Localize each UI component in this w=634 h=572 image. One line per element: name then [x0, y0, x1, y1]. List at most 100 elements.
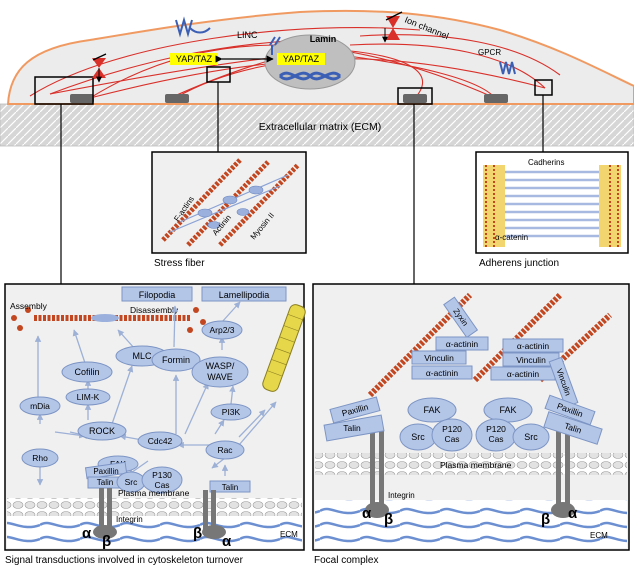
fak1-node — [407, 397, 457, 423]
disassembly-label: Disassembly — [130, 305, 179, 315]
sf-actinin-blobs — [197, 185, 264, 229]
cas-label: Cas — [154, 480, 169, 490]
signal-membrane — [7, 498, 302, 516]
wasp-label: WASP/ — [206, 361, 235, 371]
aj-right-membrane — [599, 165, 621, 247]
paxillin1-node — [329, 396, 381, 424]
p130-node — [141, 466, 183, 494]
rac-label: Rac — [217, 445, 233, 455]
signal-alpha-1: α — [82, 525, 92, 542]
rho-node — [21, 448, 59, 468]
wave-label: WAVE — [207, 372, 233, 382]
adherens-panel: Cadherins α-catenin Adherens junction — [475, 151, 629, 269]
focal-alpha-1: α — [362, 505, 372, 522]
vinculin1-label: Vinculin — [424, 353, 454, 363]
aj-left-membrane — [483, 165, 505, 247]
focal-integrin-label: Integrin — [388, 491, 415, 500]
arp-node — [201, 320, 243, 340]
focal-integrins — [365, 430, 575, 518]
signal-alpha-2: α — [222, 533, 232, 550]
yap-label-right: YAP/TAZ — [283, 54, 320, 64]
actinin1-label: α-actinin — [446, 339, 479, 349]
aj-cadherins — [505, 170, 599, 238]
focal-panel: Plasma membrane ECM Integrin α β β α Zyx… — [312, 283, 630, 566]
lamin-label: Lamin — [310, 34, 337, 44]
lamellipodia-label: Lamellipodia — [219, 290, 270, 300]
signal-integrin-label: Integrin — [116, 515, 143, 524]
signal-membrane-label: Plasma membrane — [118, 488, 190, 498]
cofilin-label: Cofilin — [74, 367, 99, 377]
fak2-label: FAK — [499, 405, 516, 415]
rock-label: ROCK — [89, 426, 115, 436]
actinin2-node — [411, 365, 473, 380]
rac-node — [205, 440, 245, 460]
signal-ecm-label: ECM — [280, 530, 298, 539]
paxillin-node — [84, 461, 128, 480]
paxillin-label: Paxillin — [93, 467, 118, 476]
focal-beta-2: β — [541, 511, 550, 528]
rock-node — [77, 421, 127, 441]
limk-node — [65, 388, 111, 406]
wasp-node — [191, 356, 249, 388]
fak1-label: FAK — [423, 405, 440, 415]
signal-arrows — [34, 301, 277, 486]
signal-actin-monomers — [11, 307, 206, 333]
src2-label: Src — [524, 432, 538, 442]
src2-node — [512, 423, 550, 451]
talin1-node — [323, 414, 385, 442]
arp-label: Arp2/3 — [209, 325, 234, 335]
pi3k-label: PI3K — [222, 407, 241, 417]
focal-membrane-label: Plasma membrane — [440, 460, 512, 470]
cofilin-node — [61, 361, 113, 383]
filopodia-node — [121, 286, 193, 302]
signal-ecm — [7, 516, 302, 548]
src1-label: Src — [411, 432, 425, 442]
assembly-label: Assembly — [10, 301, 48, 311]
focal-membrane — [315, 453, 627, 475]
actinin1-node — [435, 336, 489, 351]
actinin2-label: α-actinin — [426, 368, 459, 378]
yap-box-right — [277, 53, 325, 65]
aj-cadherins-label: Cadherins — [528, 158, 564, 167]
adhesion-plaques — [70, 94, 508, 103]
signal-beta-2: β — [193, 525, 202, 542]
cdc42-node — [137, 431, 183, 451]
formin-node — [151, 348, 201, 372]
ecm-label: Extracellular matrix (ECM) — [259, 121, 382, 133]
zyxin-node — [443, 296, 479, 339]
lamellipodia-node — [201, 286, 287, 302]
focal-beta-1: β — [384, 511, 393, 528]
paxillin2-node — [544, 394, 596, 426]
stress-fiber-panel: F-actins Actinin Myosin II Stress fiber — [151, 151, 307, 269]
adherens-caption: Adherens junction — [479, 258, 559, 269]
actinin4-label: α-actinin — [507, 369, 540, 379]
actinin3-label: α-actinin — [517, 341, 550, 351]
ion-channel-icon — [386, 16, 400, 40]
signal-panel: Assembly Disassembly — [4, 283, 306, 566]
actinin3-node — [502, 338, 564, 353]
p130-label: P130 — [152, 470, 172, 480]
vinculin2-label: Vinculin — [516, 355, 546, 365]
pi3k-node — [210, 403, 252, 421]
signal-integrins — [93, 488, 226, 539]
yap-box-left — [170, 53, 218, 65]
focal-ecm-label: ECM — [590, 531, 608, 540]
cdc42-label: Cdc42 — [148, 436, 173, 446]
focal-alpha-2: α — [568, 505, 578, 522]
gpcr-label: GPCR — [478, 48, 501, 57]
sf-actin-filaments — [161, 158, 300, 247]
p1201-label: P120 — [442, 424, 462, 434]
linc-protein-icon — [269, 36, 281, 55]
aj-catenin-label: α-catenin — [495, 233, 528, 242]
talin2-node — [209, 480, 251, 493]
mlc-label: MLC — [132, 351, 152, 361]
mdia-node — [19, 396, 61, 416]
yap-label-left: YAP/TAZ — [176, 54, 213, 64]
signal-caption: Signal transductions involved in cytoske… — [5, 555, 244, 566]
linc-icon — [175, 16, 193, 38]
filopodia-label: Filopodia — [139, 290, 176, 300]
highlight-box-left — [34, 76, 94, 105]
connector-lines — [60, 82, 544, 284]
